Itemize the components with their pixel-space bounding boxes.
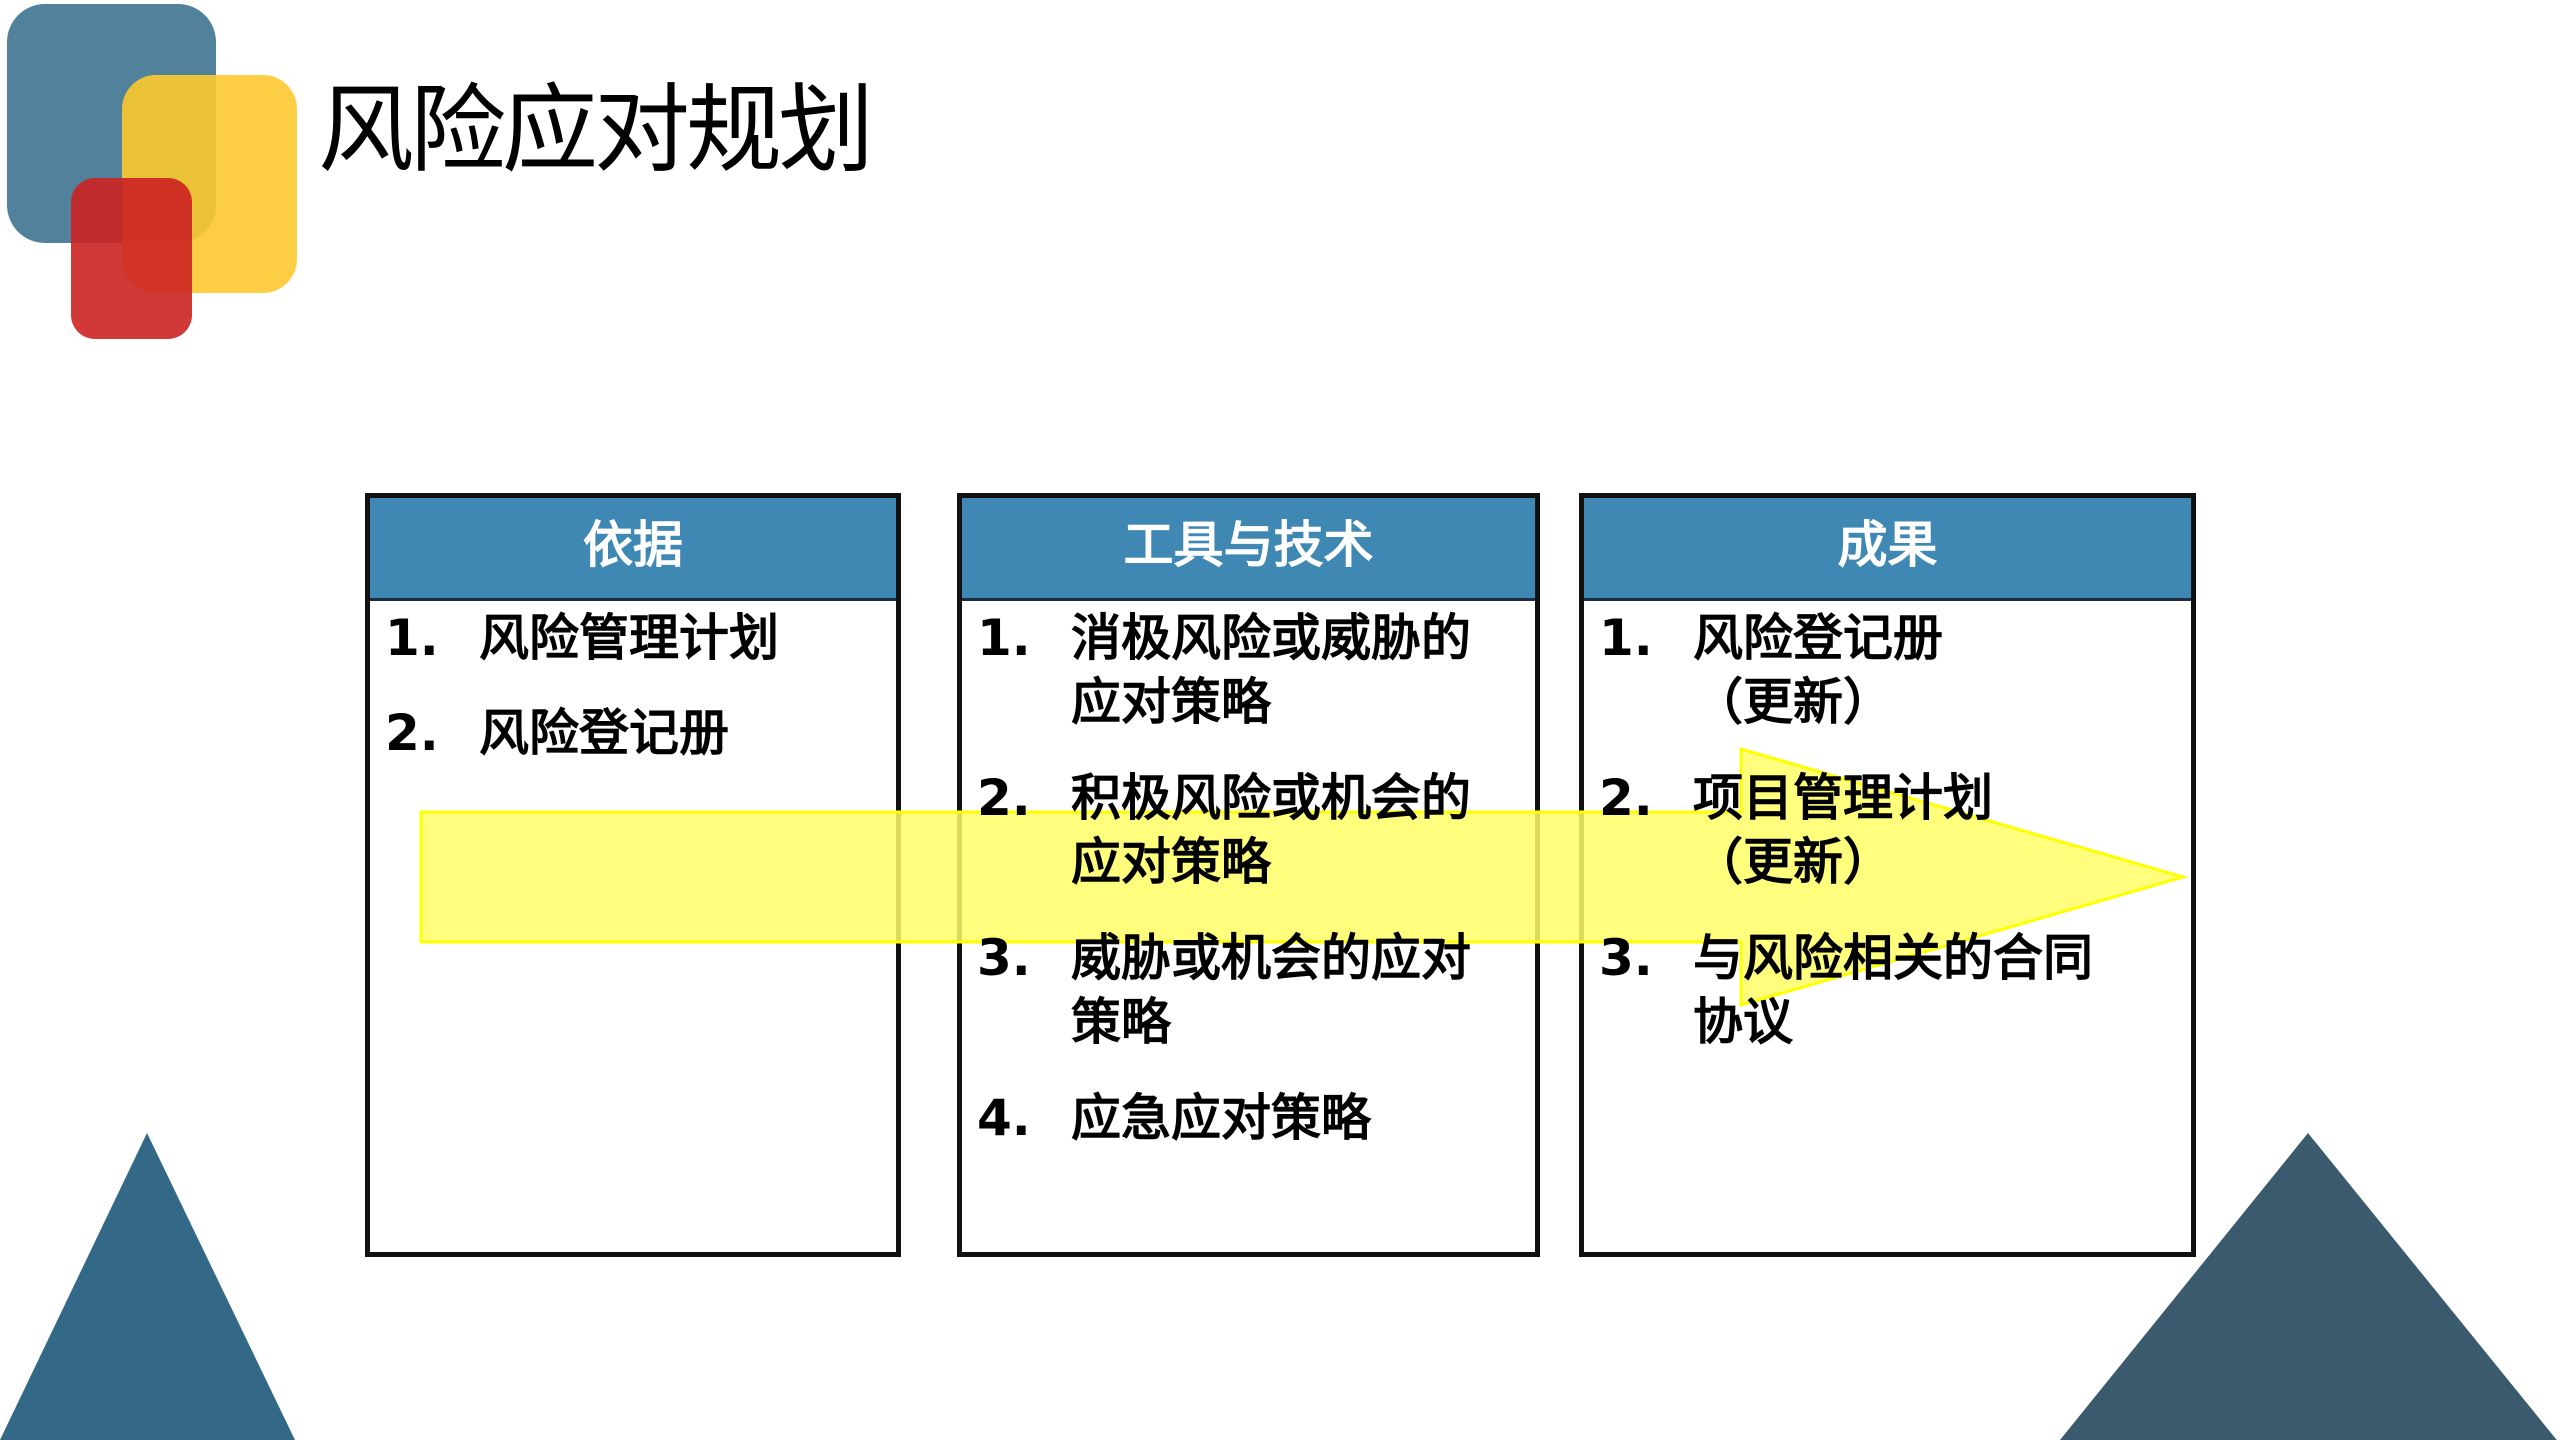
panel-header-inputs: 依据 [370, 498, 896, 601]
panel-inputs: 依据 [365, 493, 901, 1257]
logo-red-square [71, 178, 192, 339]
slide-title: 风险应对规划 [318, 74, 874, 186]
panel-outputs: 成果 [1579, 493, 2196, 1257]
panel-header-tools: 工具与技术 [962, 498, 1535, 601]
panel-header-outputs: 成果 [1584, 498, 2191, 601]
panel-tools-techniques: 工具与技术 [957, 493, 1540, 1257]
